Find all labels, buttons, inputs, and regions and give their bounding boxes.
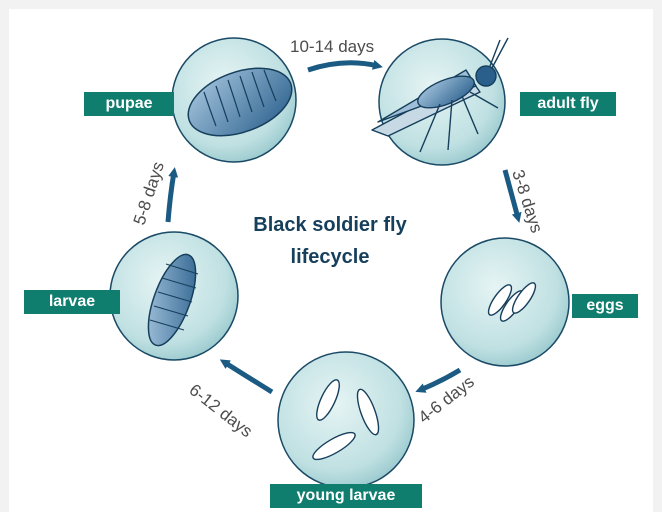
duration-larvae-to-pupae: 5-8 days (130, 159, 168, 227)
label-adult-fly: adult fly (520, 92, 616, 116)
diagram-title-line1: Black soldier fly (210, 214, 450, 237)
label-eggs: eggs (572, 294, 638, 318)
arrow-pupae-to-adult (308, 63, 378, 70)
arrow-larvae-to-pupae (168, 172, 174, 222)
label-pupae: pupae (84, 92, 174, 116)
label-young-larvae: young larvae (270, 484, 422, 508)
diagram-title-line2: lifecycle (210, 246, 450, 269)
label-larvae: larvae (24, 290, 120, 314)
arrow-young-to-larvae (224, 362, 272, 392)
duration-young-to-larvae: 6-12 days (186, 380, 257, 441)
young-larvae-circle (278, 352, 414, 488)
duration-pupae-to-adult: 10-14 days (290, 37, 374, 56)
